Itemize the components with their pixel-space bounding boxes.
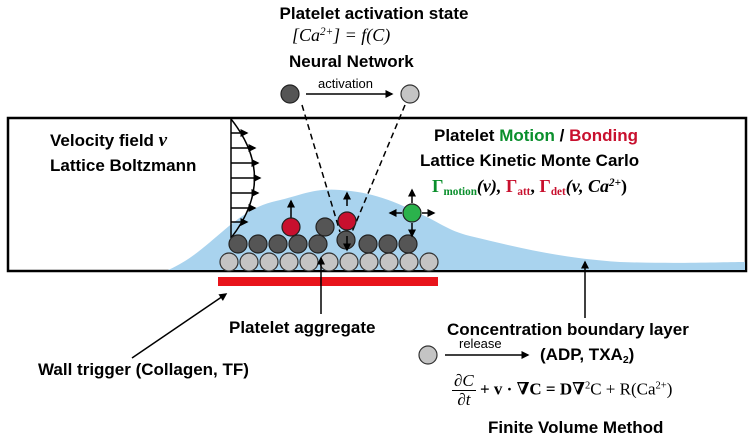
- activation-label: activation: [318, 76, 373, 91]
- species-label: (ADP, TXA2): [540, 345, 635, 366]
- inactive-platelet: [280, 84, 300, 104]
- channel-box: [6, 116, 748, 273]
- release-label: release: [459, 336, 502, 351]
- wall-trigger-label: Wall trigger (Collagen, TF): [38, 360, 249, 379]
- boundary-layer-title: Concentration boundary layer: [447, 320, 689, 339]
- active-platelet: [400, 84, 420, 104]
- bonding-platelets: [281, 191, 357, 252]
- wall-pointer: [131, 293, 228, 359]
- velocity-field-label: Velocity field v: [50, 130, 168, 151]
- releasing-platelet: [418, 345, 438, 365]
- wall-trigger-bar: [218, 277, 438, 286]
- velocity-profile: [230, 118, 262, 239]
- rate-expression: Γmotion(v), Γatt, Γdet(v, Ca2+): [432, 176, 627, 199]
- motion-platelet: [388, 188, 436, 238]
- neural-network-label: Neural Network: [289, 52, 414, 71]
- finite-volume-label: Finite Volume Method: [488, 418, 664, 437]
- transport-equation: ∂C∂t + v · ∇C = D∇2C + R(Ca2+): [452, 371, 673, 409]
- activation-zoom: [301, 104, 406, 233]
- calcium-equation: [Ca2+] = f(C): [292, 25, 391, 45]
- motion-bonding-title: Platelet Motion / Bonding: [434, 126, 638, 145]
- resting-platelet-row: [219, 252, 439, 272]
- activation-state-title: Platelet activation state: [279, 4, 469, 23]
- platelet-aggregate-label: Platelet aggregate: [229, 318, 376, 337]
- kinetic-monte-carlo-label: Lattice Kinetic Monte Carlo: [420, 151, 640, 170]
- lattice-boltzmann-label: Lattice Boltzmann: [50, 156, 197, 175]
- activated-platelet-row: [228, 217, 418, 254]
